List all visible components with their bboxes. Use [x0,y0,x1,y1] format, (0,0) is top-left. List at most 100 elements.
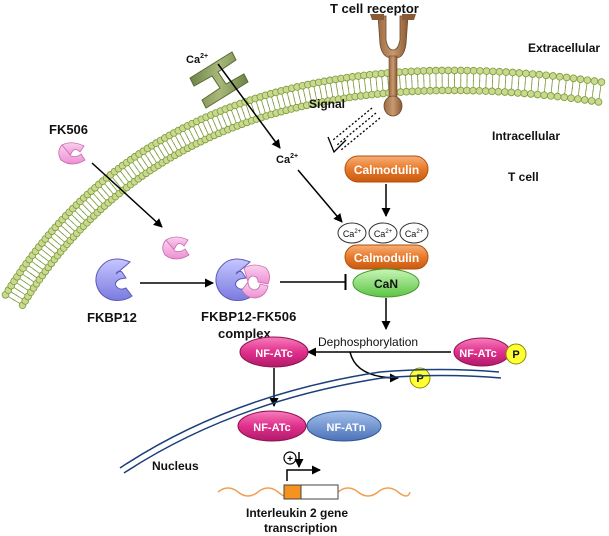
calmodulin-bound-label: Calmodulin [354,251,419,265]
lipid-tail [267,103,271,112]
nfatc-nuclear-label: NF-ATc [253,422,290,434]
lipid-head [567,94,575,102]
signal-label: Signal [309,97,345,111]
gene-label-line1: Interleukin 2 gene [246,506,348,520]
lipid-head [597,78,606,86]
lipid-tail [283,99,286,108]
lipid-head [463,66,472,75]
lipid-tail [272,102,276,110]
lipid-head [457,66,465,75]
lipid-tail [100,194,107,201]
lipid-tail [42,256,49,262]
lipid-tail [108,187,114,195]
calcium-influx-arrow [217,63,281,149]
lipid-head [489,67,497,76]
lipid-head [547,92,555,100]
lipid-tail [511,81,513,90]
lipid-head [569,74,578,83]
lipid-tail [571,87,573,95]
gene-label-line2: transcription [264,521,337,535]
transcription-activation-marker: + [283,451,321,481]
lipid-tail [195,131,200,139]
lipid-head [494,87,503,96]
svg-text:Ca2+: Ca2+ [405,229,424,239]
lipid-head [587,97,596,105]
lipid-head [502,68,510,76]
lipid-tail [61,232,68,239]
calcium-bubble: Ca2+ [337,222,367,244]
lipid-tail [89,204,96,211]
lipid-tail [36,264,43,270]
lipid-tail [127,172,133,180]
lipid-tail [293,96,297,105]
lipid-tail [143,161,149,169]
lipid-tail [147,158,153,166]
fkbp12-fk506-complex-icon [215,258,270,301]
lipid-head [520,89,529,98]
lipid-head [553,92,562,101]
lipid-tail [78,214,85,221]
calcium-ion-label-channel: Ca2+ [186,53,208,66]
lipid-tail [65,229,72,235]
fk506-entry-arrow [91,162,163,228]
lipid-tail [544,84,546,92]
lipid-tail [364,84,367,92]
svg-text:Ca2+: Ca2+ [374,229,393,239]
lipid-tail [262,105,266,113]
lipid-head [514,89,522,97]
calcium-channel-icon [189,51,249,109]
calmodulin-bound-pill: Calmodulin [344,244,429,270]
lipid-head [463,86,471,95]
lipid-head [574,95,582,103]
calcium-to-calmodulin-arrow [297,169,343,223]
lipid-tail [304,94,307,103]
lipid-head [476,67,484,75]
fk506-intracellular-icon [162,236,190,260]
lipid-tail [214,123,218,131]
nfatc-phosphorylated-pill: NF-ATc P [453,337,527,367]
lipid-tail [550,84,553,93]
lipid-tail [30,272,37,278]
lipid-tail [336,88,339,96]
lipid-tail [182,138,187,146]
lipid-tail [223,119,228,127]
il2-gene-icon [217,484,411,500]
lipid-tail [288,98,291,106]
lipid-head [528,70,537,78]
phosphate-release-arrow [349,351,399,383]
lipid-tail [347,86,350,95]
lipid-tail [33,268,40,274]
calcineurin-pill: CaN [352,268,420,298]
lipid-tail [173,143,178,151]
lipid-tail [517,81,520,90]
plus-symbol: + [287,454,293,465]
lipid-tail [85,207,92,214]
lipid-head [540,91,548,99]
lipid-head [533,90,542,99]
complex-label-line2: complex [218,326,272,341]
lipid-tail [156,153,161,161]
lipid-tail [309,93,312,101]
lipid-head [481,87,490,95]
lipid-tail [45,252,52,258]
lipid-tail [71,221,78,228]
lipid-tail [169,145,174,153]
lipid-tail [242,111,247,120]
calcium-bubble: Ca2+ [399,222,429,244]
lipid-tail [257,106,261,115]
lipid-head [444,66,453,75]
lipid-head [580,96,589,104]
nucleus-label: Nucleus [152,459,199,473]
lipid-head [501,88,509,96]
lipid-tail [48,248,56,254]
lipid-head [507,88,516,97]
lipid-tail [58,236,65,243]
lipid-head [535,70,544,79]
intracellular-label: Intracellular [492,129,560,143]
lipid-tail [591,89,594,98]
lipid-tail [51,244,59,250]
lipid-tail [21,285,29,291]
lipid-head [450,66,459,75]
t-cell-receptor-icon [370,14,416,117]
